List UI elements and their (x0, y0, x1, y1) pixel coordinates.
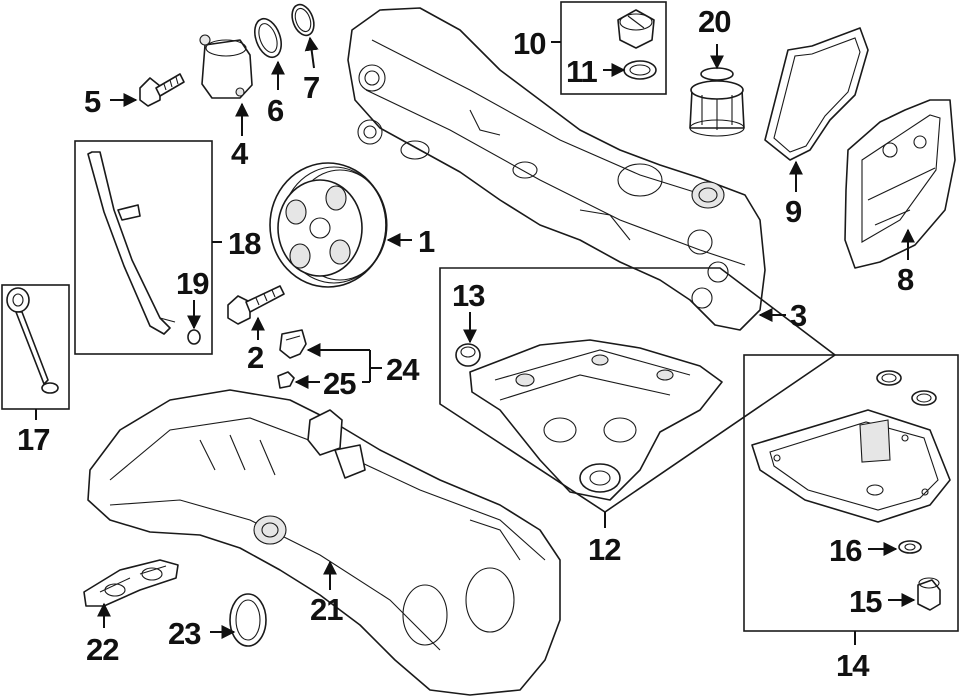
callout-14: 14 (836, 648, 870, 683)
callout-11: 11 (566, 54, 598, 89)
cam-sensor-part (199, 34, 253, 99)
callout-20: 20 (698, 4, 730, 39)
callout-15: 15 (849, 584, 882, 619)
throttle-seal-23-part (229, 593, 267, 647)
oil-cap-part (617, 9, 655, 49)
valve-cover-gasket-part (764, 27, 869, 161)
frame-18-19 (74, 140, 213, 355)
callout-8: 8 (897, 262, 914, 297)
callout-9: 9 (785, 194, 802, 229)
callout-6: 6 (267, 93, 284, 128)
crank-pulley-part (269, 162, 388, 288)
bolt-5-part (139, 73, 185, 107)
callout-16: 16 (829, 533, 862, 568)
drain-gasket-16-part (898, 540, 922, 554)
dipstick-part (6, 287, 59, 394)
oil-filter-part (689, 67, 745, 137)
callout-24: 24 (386, 352, 420, 387)
plug-25-part (277, 371, 295, 389)
callout-2: 2 (247, 340, 263, 375)
oil-pan-lower-part (751, 409, 951, 523)
oil-cap-gasket-part (623, 60, 657, 80)
seal-7-part (291, 3, 315, 37)
callout-19: 19 (176, 266, 209, 301)
callout-1: 1 (418, 224, 435, 259)
manifold-gasket-22-part (83, 559, 179, 607)
oil-pan-upper-part (469, 339, 723, 501)
callout-22: 22 (86, 632, 118, 667)
callout-3: 3 (790, 298, 807, 333)
callout-labels: 1 2 3 4 5 6 7 8 9 10 11 12 13 14 15 16 1… (17, 4, 915, 683)
sensor-24-part (279, 329, 307, 359)
valve-cover-part (844, 99, 956, 269)
callout-10: 10 (513, 26, 545, 61)
frame-14-15-16 (743, 354, 959, 632)
dipstick-oring-part (187, 329, 201, 345)
callout-18: 18 (228, 226, 261, 261)
callout-4: 4 (231, 136, 249, 171)
leader-lines (35, 36, 916, 645)
dipstick-tube-part (87, 151, 176, 335)
callout-13: 13 (452, 278, 485, 313)
drain-plug-15-part (917, 577, 941, 611)
callout-7: 7 (303, 70, 319, 105)
oil-pan-plug-13-part (455, 343, 481, 367)
callout-23: 23 (168, 616, 201, 651)
pulley-bolt-part (227, 285, 285, 325)
frame-10-11 (560, 1, 667, 95)
callout-17: 17 (17, 422, 49, 457)
intake-manifold-part (87, 389, 561, 696)
pan-seal-rings-part (876, 370, 937, 406)
frame-12-13 (439, 267, 837, 513)
seal-6-part (254, 17, 282, 59)
callout-25: 25 (323, 366, 356, 401)
callout-5: 5 (84, 84, 101, 119)
callout-12: 12 (588, 532, 620, 567)
callout-21: 21 (310, 592, 343, 627)
